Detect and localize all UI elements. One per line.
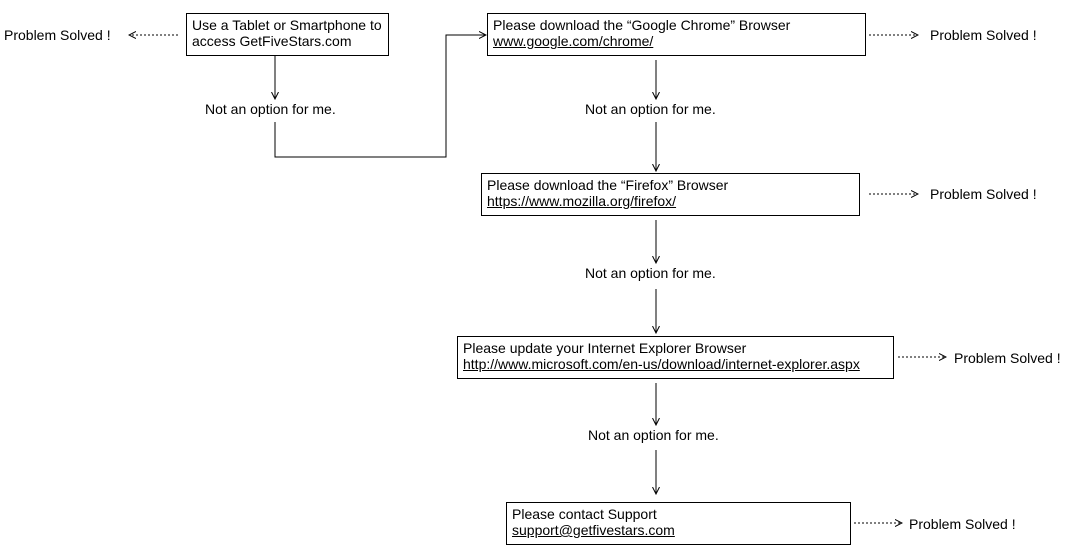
outcome-solved-chrome: Problem Solved !	[930, 27, 1037, 43]
label-not-option-3: Not an option for me.	[585, 265, 716, 281]
node-tablet-line2: access GetFiveStars.com	[192, 33, 352, 49]
label-not-option-1: Not an option for me.	[205, 101, 336, 117]
label-not-option-4: Not an option for me.	[588, 427, 719, 443]
ie-download-link[interactable]: http://www.microsoft.com/en-us/download/…	[463, 356, 860, 372]
chrome-download-link[interactable]: www.google.com/chrome/	[493, 33, 654, 49]
node-ie: Please update your Internet Explorer Bro…	[457, 336, 894, 379]
node-chrome-text: Please download the “Google Chrome” Brow…	[493, 17, 791, 33]
outcome-solved-support: Problem Solved !	[909, 516, 1016, 532]
node-chrome: Please download the “Google Chrome” Brow…	[487, 13, 866, 56]
node-tablet-line1: Use a Tablet or Smartphone to	[192, 17, 382, 33]
node-tablet: Use a Tablet or Smartphone to access Get…	[186, 13, 389, 56]
node-support: Please contact Support support@getfivest…	[506, 502, 851, 545]
support-email-link[interactable]: support@getfivestars.com	[512, 522, 675, 538]
node-support-text: Please contact Support	[512, 506, 657, 522]
node-firefox-text: Please download the “Firefox” Browser	[487, 177, 729, 193]
arrow-label1-to-chrome	[274, 35, 486, 158]
label-not-option-2: Not an option for me.	[585, 101, 716, 117]
outcome-solved-tablet: Problem Solved !	[4, 27, 111, 43]
node-ie-text: Please update your Internet Explorer Bro…	[463, 340, 747, 356]
node-firefox: Please download the “Firefox” Browser ht…	[481, 173, 860, 216]
firefox-download-link[interactable]: https://www.mozilla.org/firefox/	[487, 193, 677, 209]
outcome-solved-firefox: Problem Solved !	[930, 186, 1037, 202]
outcome-solved-ie: Problem Solved !	[954, 350, 1061, 366]
